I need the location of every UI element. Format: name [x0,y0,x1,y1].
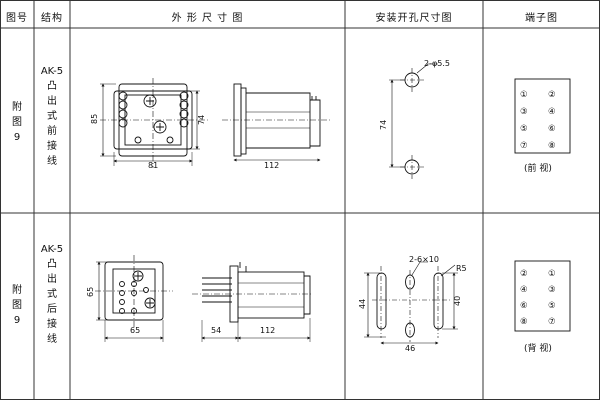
mount-height: 44 [358,299,367,309]
terminal-num: ⑥ [548,124,556,134]
header-structure: 结构 [41,13,63,24]
structure-char: 式 [47,289,57,300]
dim-base: 54 [211,326,221,335]
structure-char: 凸 [47,81,57,92]
fig-char: 附 [12,285,22,296]
dim-height: 85 [90,114,99,124]
structure-char: 前 [47,126,57,137]
dim-width: 65 [130,326,140,335]
row2-fig-label: 附 图 9 [0,283,34,328]
mount-inner: 40 [453,296,462,306]
header-terminal: 端子图 [525,13,558,24]
terminal-num: ② [520,269,528,279]
fig-char: 9 [13,132,21,143]
terminal-num: ① [548,269,556,279]
row1-terminal-caption: (前 视) [524,162,552,174]
fig-char: 图 [12,300,22,311]
terminal-num: ① [520,90,528,100]
header-outline: 外 形 尺 寸 图 [171,13,244,24]
terminal-num: ④ [520,285,528,295]
row2-terminal-box [514,260,571,332]
row1-mount-holes [389,63,438,179]
terminal-num: ⑥ [520,301,528,311]
dim-depth: 112 [260,326,275,335]
row2-terminals: ② ① ④ ③ ⑥ ⑤ ⑧ ⑦ [520,269,556,327]
row2-side-view [192,262,312,342]
structure-char: 接 [47,319,57,330]
dim-inner-height: 74 [197,115,206,125]
terminal-num: ⑤ [520,124,528,134]
row2-back-view [95,255,173,342]
fig-char: 图 [12,117,22,128]
row2-mount-slots [364,261,458,345]
mount-spacing: 74 [379,120,388,130]
row1-front-view [100,78,210,168]
mount-hole-spec: 2-φ5.5 [424,59,450,68]
row1-fig-label: 附 图 9 [0,100,34,145]
dim-width: 81 [148,161,158,170]
row1-side-view [222,83,332,162]
dim-height: 65 [86,287,95,297]
mount-width: 46 [405,344,415,353]
row2-structure: AK-5 凸 出 式 后 接 线 [34,242,70,347]
fig-char: 附 [12,102,22,113]
structure-char: 接 [47,141,57,152]
terminal-num: ② [548,90,556,100]
structure-char: 线 [47,156,57,167]
fig-char: 9 [13,315,21,326]
dim-depth: 112 [264,161,279,170]
structure-char: 式 [47,111,57,122]
header-fig-no: 图号 [6,13,28,24]
terminal-num: ④ [548,107,556,117]
mount-slot-spec: 2-6×10 [409,255,439,264]
terminal-num: ⑧ [520,317,528,327]
structure-char: 后 [47,304,57,315]
structure-char: 凸 [47,259,57,270]
structure-char: 出 [47,96,57,107]
structure-char: 出 [47,274,57,285]
row1-terminal-box [514,78,571,154]
mount-radius: R5 [456,264,467,273]
terminal-num: ⑧ [548,141,556,151]
row1-terminals: ① ② ③ ④ ⑤ ⑥ ⑦ ⑧ [520,90,556,151]
terminal-num: ⑦ [520,141,528,151]
terminal-num: ③ [520,107,528,117]
row1-structure: AK-5 凸 出 式 前 接 线 [34,64,70,169]
model-label: AK-5 [40,244,64,255]
header-mounting: 安装开孔尺寸图 [375,13,453,24]
structure-char: 线 [47,334,57,345]
row2-terminal-caption: (背 视) [524,342,552,354]
model-label: AK-5 [40,66,64,77]
terminal-num: ⑦ [548,317,556,327]
terminal-num: ③ [548,285,556,295]
terminal-num: ⑤ [548,301,556,311]
